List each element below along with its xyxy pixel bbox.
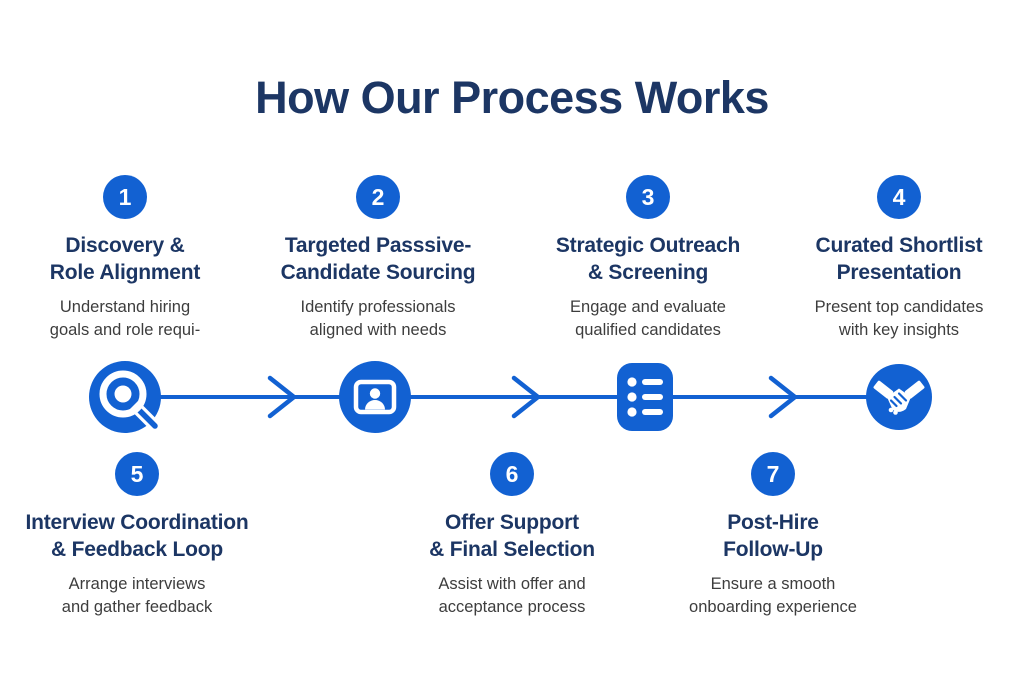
id-card-icon <box>339 361 411 433</box>
step-number-badge: 5 <box>115 452 159 496</box>
step-description: Engage and evaluate qualified candidates <box>570 297 726 340</box>
step-number-badge: 1 <box>103 175 147 219</box>
step-description: Assist with offer and acceptance process <box>438 574 586 617</box>
step-number-badge: 7 <box>751 452 795 496</box>
arrow-right-icon <box>768 375 798 419</box>
arrow-right-icon <box>511 375 541 419</box>
magnifying-glass-icon <box>89 361 161 433</box>
timeline-line <box>125 395 899 399</box>
step-title: Discovery & Role Alignment <box>49 234 201 285</box>
step-4: 4 Curated Shortlist Presentation Present… <box>775 175 1023 342</box>
step-description: Arrange interviews and gather feedback <box>61 574 213 617</box>
step-title: Post-Hire Follow-Up <box>723 511 823 562</box>
step-7: 7 Post-Hire Follow-Up Ensure a smooth on… <box>648 452 898 619</box>
checklist-icon <box>617 363 673 431</box>
step-title: Curated Shortlist Presentation <box>815 234 983 285</box>
step-description: Present top candidates with key insights <box>814 297 984 340</box>
step-2: 2 Targeted Passsive- Candidate Sourcing … <box>253 175 503 342</box>
step-title: Offer Support & Final Selection <box>429 511 595 562</box>
step-title: Targeted Passsive- Candidate Sourcing <box>280 234 476 285</box>
step-description: Ensure a smooth onboarding experience <box>689 574 857 617</box>
step-title: Interview Coordination & Feedback Loop <box>25 511 249 562</box>
handshake-icon <box>866 364 932 430</box>
step-title: Strategic Outreach & Screening <box>555 234 741 285</box>
step-number-badge: 4 <box>877 175 921 219</box>
step-number-badge: 3 <box>626 175 670 219</box>
step-6: 6 Offer Support & Final Selection Assist… <box>387 452 637 619</box>
page-title: How Our Process Works <box>255 72 769 123</box>
step-3: 3 Strategic Outreach & Screening Engage … <box>523 175 773 342</box>
step-1: 1 Discovery & Role Alignment Understand … <box>0 175 250 342</box>
step-number-badge: 6 <box>490 452 534 496</box>
step-number-badge: 2 <box>356 175 400 219</box>
arrow-right-icon <box>267 375 297 419</box>
step-description: Understand hiring goals and role requi- <box>49 297 201 340</box>
step-5: 5 Interview Coordination & Feedback Loop… <box>12 452 262 619</box>
step-description: Identify professionals aligned with need… <box>300 297 456 340</box>
